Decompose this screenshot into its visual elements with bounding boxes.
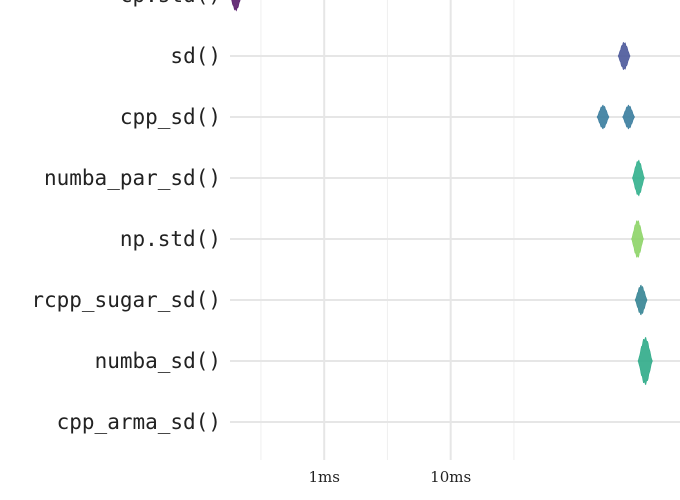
y-tick-label: numba_sd() (95, 349, 221, 373)
violin-2 (617, 41, 631, 71)
violin-3 (596, 104, 610, 130)
y-tick-label: rcpp_sugar_sd() (31, 288, 221, 312)
x-tick-label: 10ms (430, 468, 471, 486)
grid-layer (230, 0, 680, 460)
y-tick-label: cp.std() (120, 0, 221, 7)
x-tick-label: 1ms (308, 468, 339, 486)
y-tick-label: np.std() (120, 227, 221, 251)
y-tick-label: numba_par_sd() (44, 166, 221, 190)
violin-5 (631, 220, 644, 258)
x-tick-labels: 1ms 10ms (308, 468, 471, 486)
y-tick-label: cpp_sd() (120, 105, 221, 129)
violin-6 (634, 284, 648, 316)
y-tick-label: sd() (170, 44, 221, 68)
violin-4 (632, 159, 645, 197)
violin-layer (231, 0, 653, 386)
violin-3 (622, 104, 635, 130)
violin-1 (231, 0, 241, 12)
violin-7 (637, 336, 653, 386)
y-tick-label: cpp_arma_sd() (57, 410, 221, 434)
y-tick-labels: cp.std() sd() cpp_sd() numba_par_sd() np.std… (31, 0, 221, 434)
